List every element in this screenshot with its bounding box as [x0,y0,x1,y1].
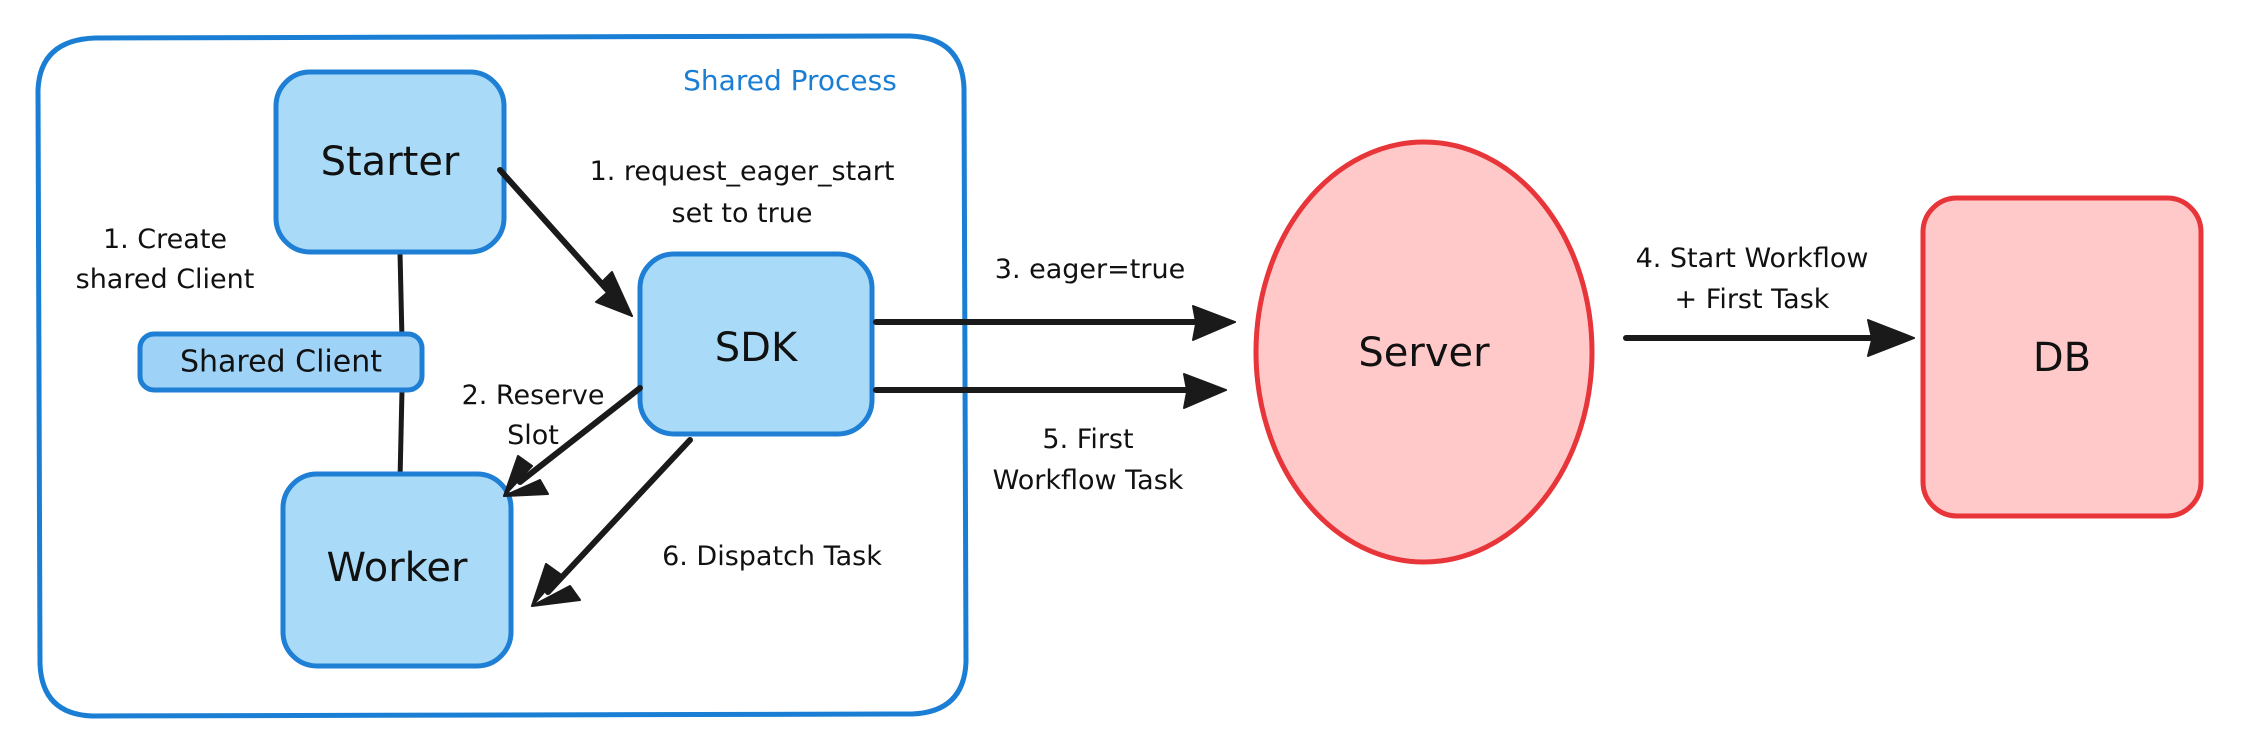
node-starter-label: Starter [321,139,460,185]
node-db[interactable] [1920,195,2204,519]
arrow-head-sdk-to-worker-dispatch-b [531,563,561,607]
arrow-sdk-to-worker-dispatch [545,437,693,595]
edge-label-request-eager-start-line2: set to true [672,198,813,229]
edge-label-dispatch-task: 6. Dispatch Task [662,541,882,572]
shared-process-container [35,33,969,719]
arrow-head-server-to-db-b [1867,337,1915,357]
node-server-label: Server [1358,330,1490,376]
edge-label-request-eager-start-line1: 1. request_eager_start [590,156,895,187]
arrow-head-sdk-to-worker-dispatch [531,585,581,607]
arrow-head-sdk-to-server-first-task [1183,373,1227,391]
node-db-label: DB [2033,335,2091,381]
edge-label-first-workflow-task-line2: Workflow Task [993,465,1184,496]
node-shared-client-label: Shared Client [180,345,382,380]
node-shared-client[interactable] [137,331,425,393]
arrow-head-sdk-to-server-eager-b [1192,321,1236,341]
edge-label-eager-true: 3. eager=true [995,254,1185,285]
edge-label-reserve-slot-line2: Slot [507,420,559,451]
arrow-head-starter-to-sdk-b [599,271,633,317]
node-sdk-label: SDK [715,325,799,371]
shared-process-label: Shared Process [683,64,897,97]
arrow-head-sdk-to-server-first-task-b [1183,389,1227,409]
arrow-head-sdk-to-server-eager [1192,305,1236,323]
edge-label-first-workflow-task-line1: 5. First [1042,424,1133,455]
connector-starter-shared-client [397,249,405,343]
node-worker[interactable] [280,471,514,669]
node-sdk[interactable] [637,251,875,437]
arrow-head-sdk-to-worker-reserve [503,479,549,497]
node-starter[interactable] [273,69,507,255]
edge-label-create-shared-client-line1: 1. Create [103,224,227,255]
connector-shared-client-worker [397,387,405,483]
edge-label-start-workflow-line2: + First Task [1675,284,1830,315]
arrow-sdk-to-worker-reserve [517,385,643,485]
edge-label-create-shared-client-line2: shared Client [76,264,255,295]
edge-label-reserve-slot-line1: 2. Reserve [462,380,605,411]
arrow-head-server-to-db [1867,319,1915,339]
node-server[interactable] [1253,139,1595,565]
edge-label-start-workflow-line1: 4. Start Workflow [1636,243,1869,274]
arrow-head-sdk-to-worker-reserve-b [503,455,533,497]
node-worker-label: Worker [327,545,468,591]
arrow-starter-to-sdk [497,167,621,305]
